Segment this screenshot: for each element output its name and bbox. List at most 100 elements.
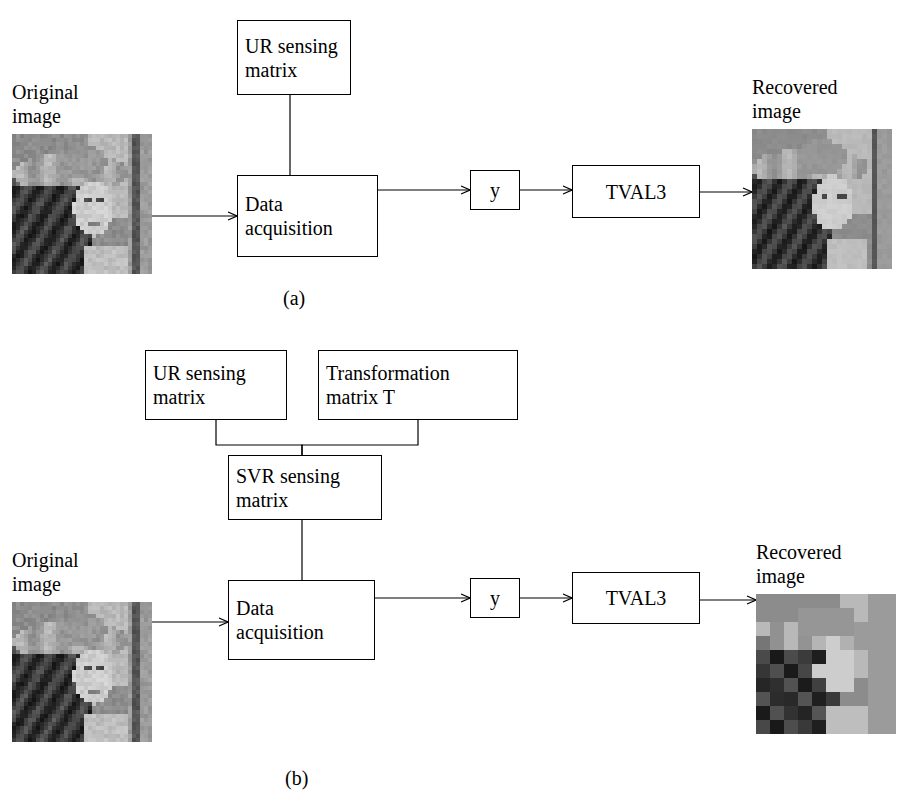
image-pixel	[108, 158, 113, 163]
image-pixel	[812, 174, 818, 180]
image-pixel	[116, 202, 121, 207]
image-pixel	[12, 210, 17, 215]
image-pixel	[68, 242, 73, 247]
image-pixel	[60, 270, 65, 274]
image-pixel	[124, 266, 129, 271]
image-pixel	[88, 170, 93, 175]
image-pixel	[40, 222, 45, 227]
image-pixel	[92, 254, 97, 259]
image-pixel	[872, 214, 878, 220]
image-pixel	[40, 182, 45, 187]
image-pixel	[882, 149, 888, 155]
image-pixel	[76, 154, 81, 159]
image-pixel	[797, 219, 803, 225]
image-pixel	[752, 194, 758, 200]
image-pixel	[124, 206, 129, 211]
image-pixel	[16, 262, 21, 267]
image-pixel	[104, 174, 109, 179]
image-pixel	[112, 178, 117, 183]
image-pixel	[817, 259, 823, 265]
image-pixel	[104, 214, 109, 219]
image-pixel	[812, 234, 818, 240]
image-pixel	[867, 199, 873, 205]
image-pixel	[802, 144, 808, 150]
image-pixel	[132, 230, 137, 235]
image-pixel	[882, 244, 888, 250]
image-pixel	[817, 214, 823, 220]
image-pixel	[20, 142, 25, 147]
image-pixel	[112, 194, 117, 199]
image-pixel	[767, 189, 773, 195]
image-pixel	[16, 226, 21, 231]
image-pixel	[128, 254, 133, 259]
image-pixel	[862, 179, 868, 185]
image-pixel	[36, 258, 41, 263]
image-pixel	[32, 134, 37, 139]
process-box: TVAL3	[572, 165, 700, 218]
image-pixel	[867, 209, 873, 215]
image-pixel	[108, 242, 113, 247]
image-pixel	[44, 146, 49, 151]
image-pixel	[852, 229, 858, 235]
image-pixel	[76, 270, 81, 274]
image-pixel	[827, 134, 833, 140]
image-pixel	[132, 150, 137, 155]
image-pixel	[772, 134, 778, 140]
image-pixel	[60, 150, 65, 155]
image-pixel	[76, 238, 81, 243]
image-pixel	[842, 139, 848, 145]
image-pixel	[136, 250, 141, 255]
image-pixel	[20, 210, 25, 215]
image-pixel	[128, 210, 133, 215]
image-pixel	[827, 179, 833, 185]
image-pixel	[787, 239, 793, 245]
image-pixel	[72, 186, 77, 191]
image-pixel	[108, 226, 113, 231]
image-pixel	[767, 154, 773, 160]
image-pixel	[12, 154, 17, 159]
image-pixel	[817, 139, 823, 145]
image-pixel	[16, 254, 21, 259]
image-pixel	[52, 174, 57, 179]
image-pixel	[72, 178, 77, 183]
image-pixel	[120, 134, 125, 139]
image-pixel	[108, 266, 113, 271]
image-pixel	[68, 222, 73, 227]
image-pixel	[782, 154, 788, 160]
image-pixel	[144, 170, 149, 175]
image-pixel	[752, 239, 758, 245]
image-pixel	[112, 230, 117, 235]
image-pixel	[100, 178, 105, 183]
image-pixel	[782, 174, 788, 180]
image-pixel	[832, 184, 838, 190]
image-pixel	[16, 238, 21, 243]
image-pixel	[20, 158, 25, 163]
image-pixel	[827, 214, 833, 220]
image-pixel	[837, 204, 843, 210]
image-pixel	[36, 266, 41, 271]
image-pixel	[36, 234, 41, 239]
image-pixel	[148, 150, 152, 155]
image-pixel	[52, 206, 57, 211]
image-pixel	[120, 166, 125, 171]
image-pixel	[128, 146, 133, 151]
image-pixel	[837, 134, 843, 140]
image-pixel	[64, 270, 69, 274]
image-pixel	[16, 198, 21, 203]
image-pixel	[80, 246, 85, 251]
image-pixel	[812, 139, 818, 145]
image-pixel	[96, 230, 101, 235]
image-pixel	[100, 202, 105, 207]
image-pixel	[40, 258, 45, 263]
image-pixel	[812, 194, 818, 200]
image-pixel	[120, 246, 125, 251]
image-pixel	[44, 182, 49, 187]
image-pixel	[762, 199, 768, 205]
image-pixel	[76, 178, 81, 183]
image-pixel	[797, 254, 803, 260]
image-pixel	[807, 214, 813, 220]
image-pixel	[752, 179, 758, 185]
image-pixel	[108, 134, 113, 139]
image-pixel	[100, 206, 105, 211]
image-pixel	[104, 234, 109, 239]
